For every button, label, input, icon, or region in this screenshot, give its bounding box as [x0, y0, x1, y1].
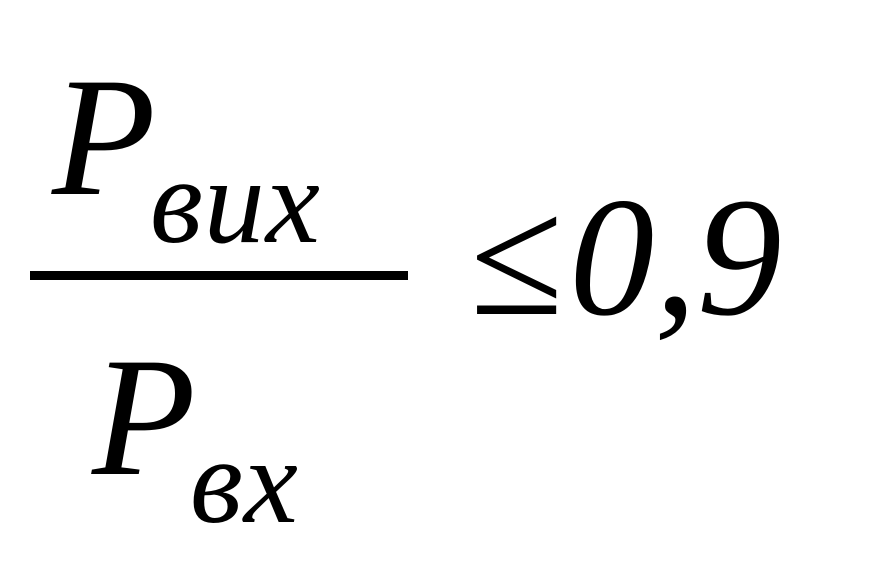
output-subscript: вих [149, 134, 321, 269]
less-or-equal-sign: ≤ [470, 163, 564, 351]
input-subscript: вх [189, 414, 299, 549]
fraction-denominator: Pвх [92, 323, 299, 543]
output-power-symbol: P [52, 43, 156, 231]
input-power-symbol: P [92, 323, 196, 511]
threshold-value: 0,9 [569, 163, 782, 351]
fraction-numerator: Pвих [52, 43, 321, 263]
inequality-right-side: ≤0,9 [470, 172, 782, 342]
fraction-bar [30, 271, 408, 280]
